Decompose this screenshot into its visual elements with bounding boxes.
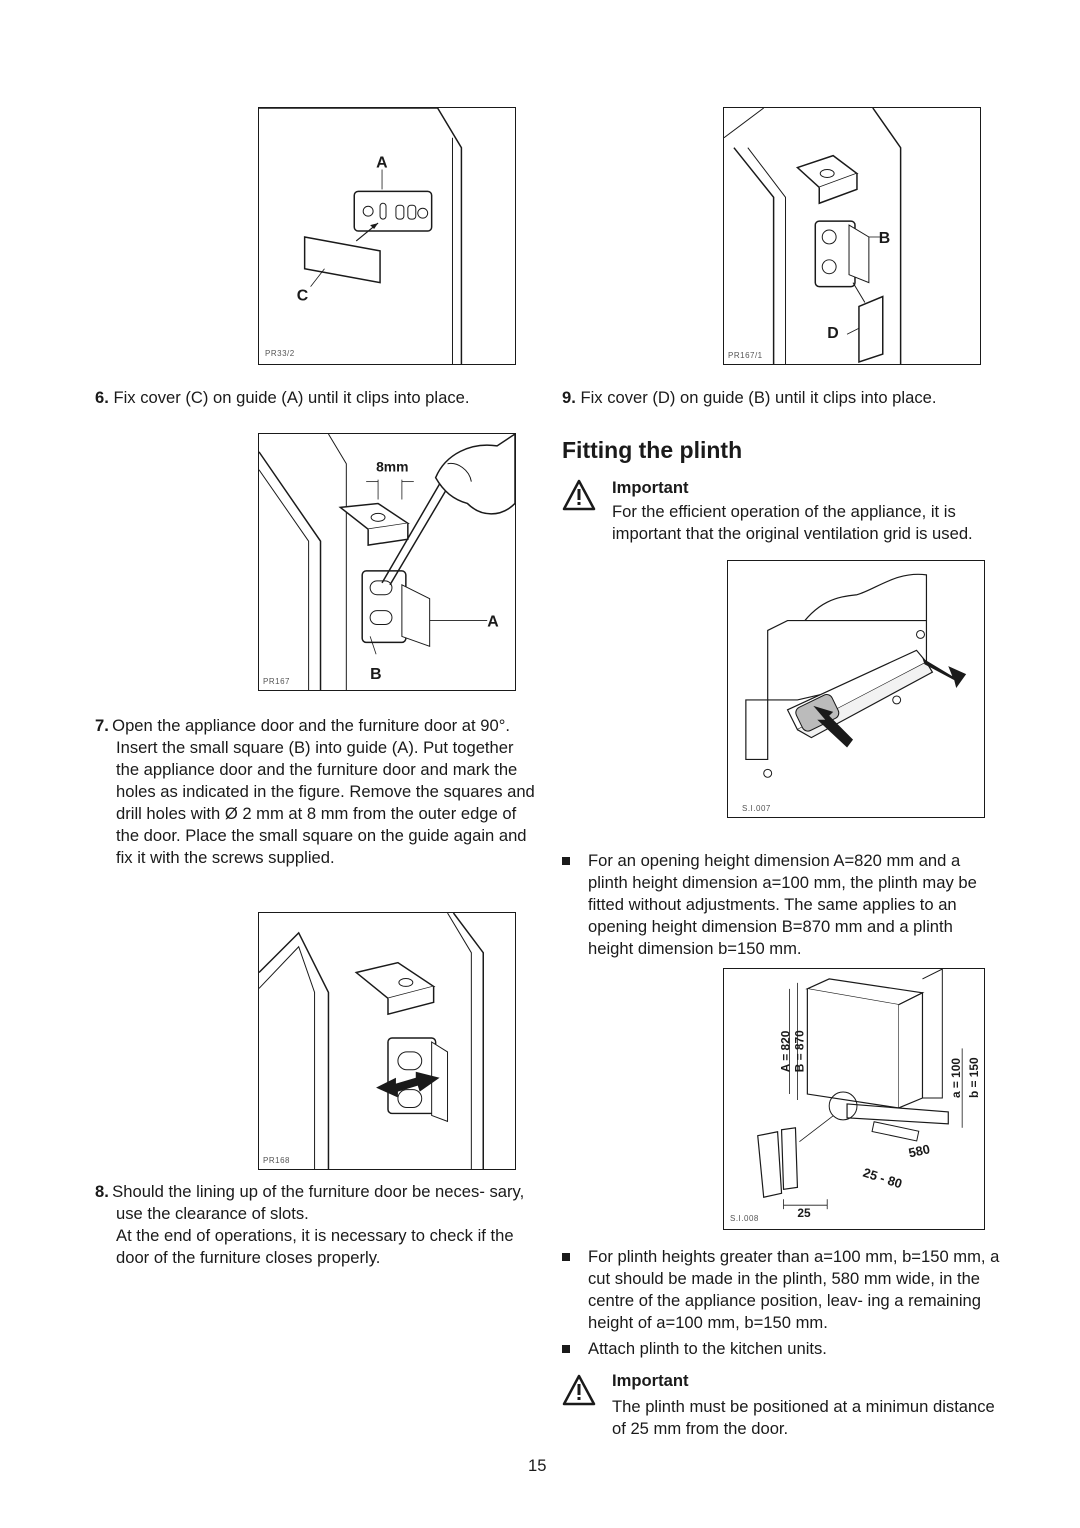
figure-pr167-drill-holes: 8mm A B PR167	[258, 433, 516, 691]
bullet-text: For an opening height dimension A=820 mm…	[588, 851, 977, 958]
figure-code: PR167/1	[728, 351, 763, 360]
step-text: Fix cover (C) on guide (A) until it clip…	[113, 388, 470, 407]
step-text: Fix cover (D) on guide (B) until it clip…	[580, 388, 937, 407]
figure-pr168-alignment: PR168	[258, 912, 516, 1170]
bullet-marker	[562, 1253, 570, 1261]
bullet-item: For an opening height dimension A=820 mm…	[562, 850, 1002, 960]
bullet-text: For plinth heights greater than a=100 mm…	[588, 1247, 1000, 1332]
bullet-text: Attach plinth to the kitchen units.	[588, 1339, 827, 1358]
step-number: 8.	[95, 1182, 109, 1201]
important-title: Important	[612, 478, 689, 497]
figure-code: PR167	[263, 677, 290, 686]
figure-code: S.I.008	[730, 1214, 759, 1223]
figure-si008-plinth-dimensions: A = 820 B = 870 a = 100 b = 150 25 580 2…	[723, 968, 985, 1230]
step-number: 6.	[95, 388, 109, 407]
step-6: 6. Fix cover (C) on guide (A) until it c…	[95, 387, 535, 409]
label-b-150: b = 150	[967, 1057, 981, 1098]
figure-code: PR33/2	[265, 349, 295, 358]
label-a-820: A = 820	[778, 1030, 792, 1072]
important-title: Important	[612, 1371, 689, 1390]
label-580: 580	[907, 1141, 931, 1160]
page-number: 15	[528, 1456, 547, 1475]
label-8mm: 8mm	[376, 459, 408, 475]
bullet-item: Attach plinth to the kitchen units.	[562, 1338, 1002, 1360]
figure-pr167-1-cover-d-guide-b: B D PR167/1	[723, 107, 981, 365]
warning-icon	[562, 479, 596, 511]
label-a-100: a = 100	[949, 1058, 963, 1098]
section-title: Fitting the plinth	[562, 437, 743, 463]
step-text: Should the lining up of the furniture do…	[112, 1182, 525, 1223]
label-25: 25	[797, 1206, 811, 1220]
bullet-item: For plinth heights greater than a=100 mm…	[562, 1246, 1002, 1334]
important-text: The plinth must be positioned at a minim…	[612, 1397, 995, 1438]
label-d: D	[827, 325, 838, 342]
step-number: 7.	[95, 716, 109, 735]
bullet-marker	[562, 857, 570, 865]
step-9: 9. Fix cover (D) on guide (B) until it c…	[562, 387, 1002, 409]
label-a: A	[376, 155, 388, 172]
label-b-870: B = 870	[792, 1030, 806, 1072]
step-text-2: At the end of operations, it is necessar…	[116, 1226, 514, 1267]
label-b: B	[370, 666, 381, 683]
step-number: 9.	[562, 388, 576, 407]
figure-code: PR168	[263, 1156, 290, 1165]
label-25-80: 25 - 80	[861, 1165, 904, 1192]
figure-code: S.I.007	[742, 804, 771, 813]
label-b: B	[879, 230, 890, 247]
step-text: Open the appliance door and the furnitur…	[112, 716, 535, 867]
figure-pr33-cover-c-guide-a: A C PR33/2	[258, 107, 516, 365]
bullet-marker	[562, 1345, 570, 1353]
step-7: 7. Open the appliance door and the furni…	[95, 715, 535, 869]
label-c: C	[297, 287, 309, 304]
important-text: For the efficient operation of the appli…	[612, 502, 973, 543]
warning-icon	[562, 1374, 596, 1406]
step-8: 8. Should the lining up of the furniture…	[95, 1181, 535, 1269]
figure-si007-ventilation-grid: S.I.007	[727, 560, 985, 818]
label-a: A	[487, 613, 499, 630]
